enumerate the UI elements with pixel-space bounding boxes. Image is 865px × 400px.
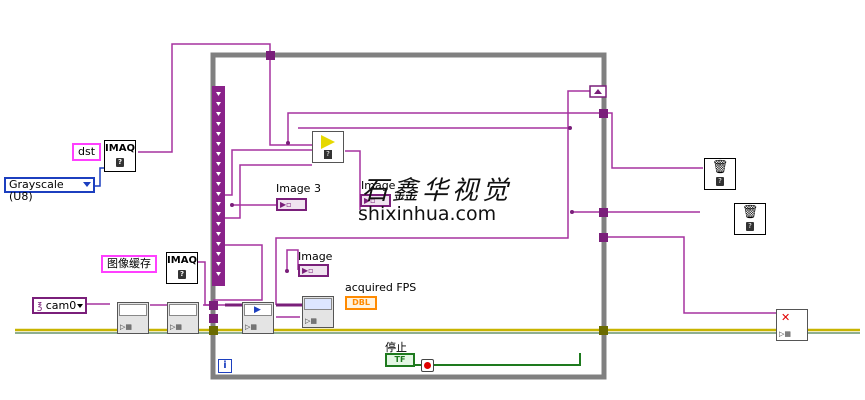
camera-glyph-icon: ▷▦ (779, 330, 791, 338)
imaq-create-node-dst[interactable]: IMAQ ? (104, 140, 136, 172)
trash-icon: 🗑 (711, 160, 729, 175)
camera-glyph-icon: ▷▦ (245, 323, 257, 331)
imaqdx-get-fps-vi[interactable]: ▷▦ (302, 296, 334, 328)
camera-glyph-icon: ▷▦ (305, 317, 317, 325)
camera-io-icon: ℥ (37, 302, 43, 312)
image3-indicator[interactable]: ▶▫ (276, 198, 307, 211)
shift-register-markers (213, 88, 224, 284)
watermark-logo: 石鑫华视觉 (362, 176, 513, 206)
image-inner-indicator[interactable]: ▶▫ (360, 194, 391, 207)
image-type-enum[interactable]: Grayscale (U8) (4, 177, 95, 203)
imaq-dispose-node-2[interactable]: 🗑 ? (734, 203, 766, 235)
imaq-dispose-node-1[interactable]: 🗑 ? (704, 158, 736, 190)
camera-glyph-icon: ▷▦ (120, 323, 132, 331)
stop-label: 停止 (385, 341, 407, 354)
imaq-label: IMAQ (167, 255, 197, 266)
imaq-label: IMAQ (105, 143, 135, 154)
imaqdx-close-camera-vi[interactable]: ✕ ▷▦ (776, 309, 808, 341)
stop-condition-icon[interactable] (421, 359, 434, 372)
error-glyph-icon: ? (116, 158, 124, 167)
image-inner-label: Image (361, 179, 396, 192)
stop-boolean-terminal[interactable]: TF (385, 353, 415, 367)
imaqdx-grab-vi[interactable]: ▶ ▷▦ (242, 302, 274, 334)
compare-triangle-icon (321, 135, 335, 149)
fps-indicator[interactable]: DBL (345, 296, 377, 310)
trash-icon: 🗑 (741, 205, 759, 220)
image-type-value: Grayscale (U8) (9, 178, 64, 203)
camera-name-value: cam0 (45, 299, 77, 312)
dropdown-arrow-icon (77, 304, 83, 308)
error-glyph-icon: ? (716, 177, 724, 186)
image3-label: Image 3 (276, 182, 321, 195)
camera-name-constant[interactable]: ℥ cam0 (32, 297, 87, 314)
fps-monitor-icon (304, 298, 332, 310)
fps-label: acquired FPS (345, 281, 417, 294)
iteration-terminal: i (218, 359, 232, 373)
imaqdx-configure-grab-vi[interactable]: ▷▦ (167, 302, 199, 334)
image-indicator[interactable]: ▶▫ (298, 264, 329, 277)
watermark-url: shixinhua.com (358, 203, 497, 225)
buffer-name-string-constant[interactable]: 图像缓存 (101, 255, 157, 273)
dropdown-arrow-icon (83, 182, 91, 187)
imaq-compare-vi[interactable]: ? (312, 131, 344, 163)
close-x-icon: ✕ (781, 311, 791, 324)
camera-glyph-icon: ▷▦ (170, 323, 182, 331)
configure-grab-icon (169, 304, 197, 316)
imaqdx-open-camera-vi[interactable]: ▷▦ (117, 302, 149, 334)
error-glyph-icon: ? (746, 222, 754, 231)
image-label: Image (298, 250, 333, 263)
grab-play-icon: ▶ (244, 304, 272, 316)
dst-string-constant[interactable]: dst (72, 143, 102, 161)
imaq-create-node-buffer[interactable]: IMAQ ? (166, 252, 198, 284)
open-camera-icon (119, 304, 147, 316)
error-glyph-icon: ? (178, 270, 186, 279)
error-glyph-icon: ? (324, 150, 332, 159)
